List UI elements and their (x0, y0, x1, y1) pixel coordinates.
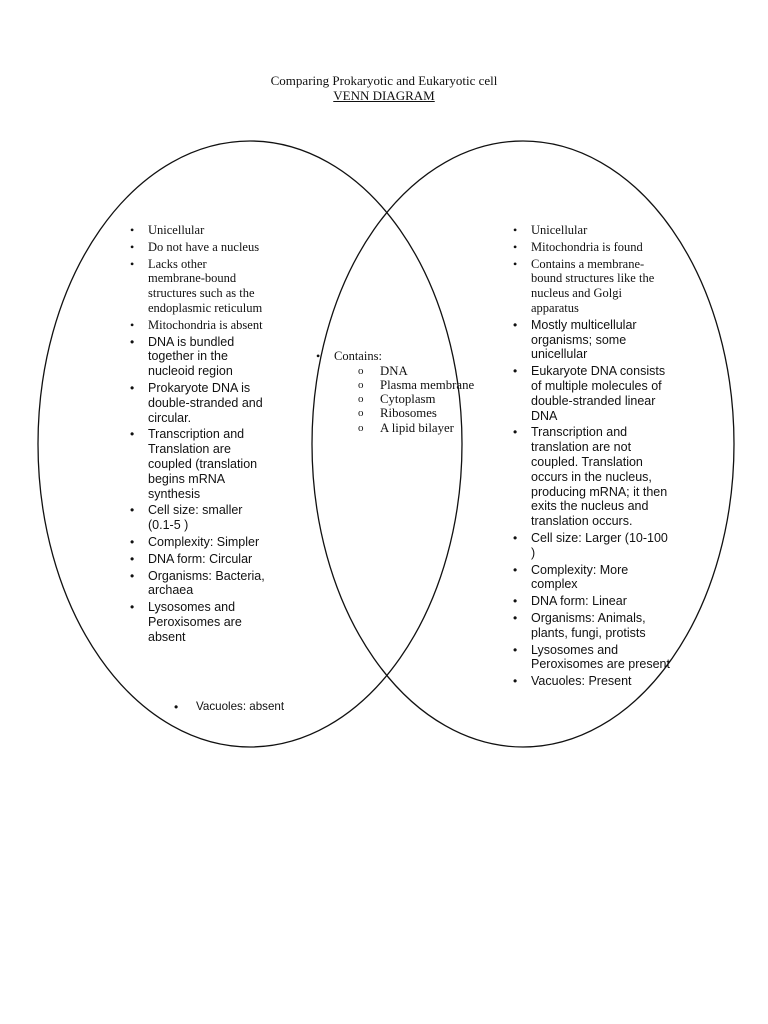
prokaryote-item: Transcription and Translation are couple… (124, 427, 266, 501)
eukaryote-item: Mostly multicellular organisms; some uni… (507, 318, 672, 362)
eukaryote-item: Organisms: Animals, plants, fungi, proti… (507, 611, 672, 641)
prokaryote-item: Do not have a nucleus (124, 240, 266, 255)
shared-subitem: A lipid bilayer (334, 421, 490, 435)
eukaryote-item: Complexity: More complex (507, 563, 672, 593)
shared-sublist: DNAPlasma membraneCytoplasmRibosomesA li… (334, 364, 490, 435)
eukaryote-list: UnicellularMitochondria is foundContains… (507, 223, 672, 689)
eukaryote-item: DNA form: Linear (507, 594, 672, 609)
prokaryote-item: Unicellular (124, 223, 266, 238)
eukaryote-item: Contains a membrane-bound structures lik… (507, 257, 672, 316)
eukaryote-item: Vacuoles: Present (507, 674, 672, 689)
prokaryote-item: Lysosomes and Peroxisomes are absent (124, 600, 266, 644)
eukaryote-item: Lysosomes and Peroxisomes are present (507, 643, 672, 673)
prokaryote-item: Organisms: Bacteria, archaea (124, 569, 266, 599)
prokaryote-list: Unicellular Do not have a nucleusLacks ot… (124, 223, 266, 645)
prokaryote-item: Complexity: Simpler (124, 535, 266, 550)
diagram-title: Comparing Prokaryotic and Eukaryotic cel… (270, 73, 498, 88)
shared-heading: Contains: (334, 349, 382, 363)
prokaryote-item: Mitochondria is absent (124, 318, 266, 333)
eukaryote-item: Eukaryote DNA consists of multiple molec… (507, 364, 672, 423)
eukaryote-item: Unicellular (507, 223, 672, 238)
prokaryote-vacuoles-item: Vacuoles: absent (172, 700, 356, 715)
shared-subitem: Ribosomes (334, 406, 490, 420)
prokaryote-item: DNA is bundled together in the nucleoid … (124, 335, 266, 379)
shared-contains-item: Contains: DNAPlasma membraneCytoplasmRib… (310, 349, 490, 435)
diagram-subtitle: VENN DIAGRAM (333, 88, 435, 103)
eukaryote-item: Mitochondria is found (507, 240, 672, 255)
shared-list: Contains: DNAPlasma membraneCytoplasmRib… (310, 349, 490, 435)
eukaryote-item: Transcription and translation are not co… (507, 425, 672, 529)
prokaryote-item: DNA form: Circular (124, 552, 266, 567)
prokaryote-item: Cell size: smaller (0.1-5 ) (124, 503, 266, 533)
shared-subitem: DNA (334, 364, 490, 378)
eukaryote-circle (311, 140, 735, 748)
shared-subitem: Cytoplasm (334, 392, 490, 406)
shared-subitem: Plasma membrane (334, 378, 490, 392)
eukaryote-item: Cell size: Larger (10-100 ) (507, 531, 672, 561)
prokaryote-item: Lacks other membrane-bound structures su… (124, 257, 266, 316)
prokaryote-item: Prokaryote DNA is double-stranded and ci… (124, 381, 266, 425)
prokaryote-circle (37, 140, 463, 748)
